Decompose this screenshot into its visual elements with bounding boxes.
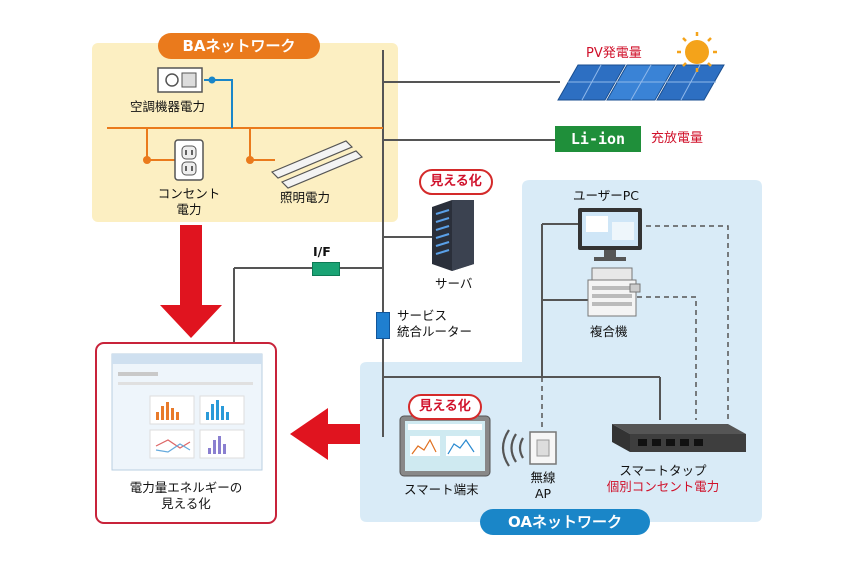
server-rack-icon [432, 200, 474, 271]
sun-icon [677, 32, 717, 72]
solar-panel-icon [557, 64, 725, 101]
fluorescent-light-icon [270, 140, 364, 189]
router-label-line2: 統合ルーター [397, 323, 473, 339]
smart-tap-label-line2: 個別コンセント電力 [606, 478, 720, 494]
ap-label: 無線 AP [521, 470, 565, 501]
outlet-label-line1: コンセント [157, 186, 221, 201]
dashboard-caption-line1: 電力量エネルギーの [129, 480, 243, 495]
ba-network-region [92, 43, 398, 222]
smart-tap-label-line1: スマートタップ [619, 463, 707, 478]
lighting-node [246, 156, 254, 164]
outlet-node [143, 156, 151, 164]
wireless-ap-icon [529, 431, 557, 465]
mfp-label: 複合機 [590, 324, 628, 339]
lighting-label: 照明電力 [280, 190, 331, 205]
left-arrow-icon [290, 408, 360, 460]
down-arrow-icon [160, 225, 222, 338]
router-label-line1: サービス [397, 308, 448, 323]
ap-label-line1: 無線 [530, 470, 556, 485]
ba-network-title: BAネットワーク [158, 33, 320, 59]
li-ion-badge: Li-ion [555, 126, 641, 152]
hvac-node [208, 76, 216, 84]
desktop-pc-icon [578, 208, 642, 261]
dashboard-screen-icon [111, 353, 263, 471]
smart-tap-icon [612, 424, 746, 452]
interface-label: I/F [313, 244, 331, 259]
pc-power-line [646, 225, 729, 420]
server-label: サーバ [435, 276, 473, 291]
dashboard-caption: 電力量エネルギーの 見える化 [100, 480, 272, 511]
smart-terminal-icon [399, 415, 491, 477]
power-outlet-icon [174, 139, 204, 181]
oa-network-title: OAネットワーク [480, 509, 650, 535]
battery-label: 充放電量 [651, 131, 704, 146]
pv-label: PV発電量 [586, 46, 642, 61]
outlet-label: コンセント 電力 [152, 186, 226, 217]
dashboard-caption-line2: 見える化 [161, 495, 211, 511]
mfp-power-line [637, 296, 697, 420]
hvac-label: 空調機器電力 [130, 99, 206, 114]
smart-tap-label: スマートタップ 個別コンセント電力 [590, 463, 736, 494]
ap-label-line2: AP [534, 485, 552, 501]
user-pc-label: ユーザーPC [573, 188, 640, 203]
multifunction-printer-icon [587, 267, 641, 317]
visualization-badge-server: 見える化 [419, 169, 493, 195]
air-conditioner-icon [157, 67, 203, 93]
smart-terminal-label: スマート端末 [404, 482, 479, 497]
router-icon [376, 312, 390, 339]
interface-module-icon [312, 262, 340, 276]
outlet-label-line2: 電力 [176, 201, 202, 217]
visualization-badge-terminal: 見える化 [408, 394, 482, 420]
wifi-signal-icon [501, 429, 524, 467]
router-label: サービス 統合ルーター [397, 308, 472, 339]
